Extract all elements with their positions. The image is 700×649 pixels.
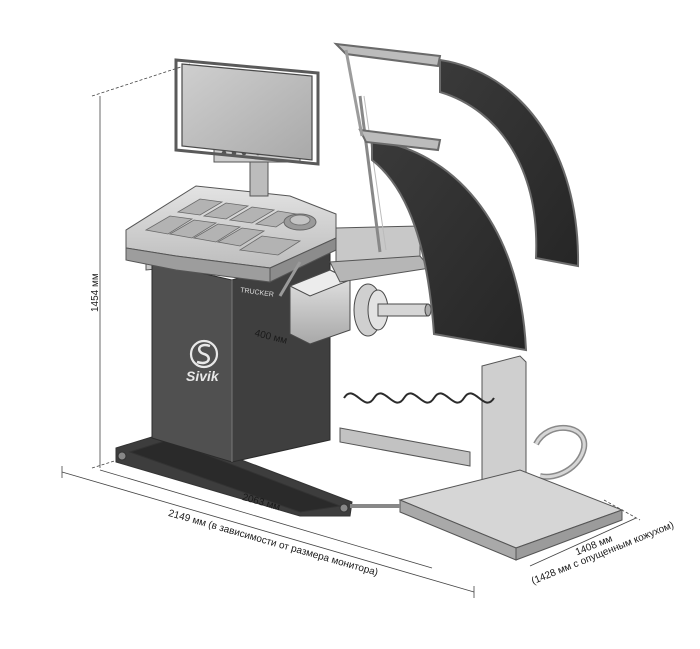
height-label: 1454 мм	[90, 273, 101, 312]
lift-rails	[339, 427, 471, 467]
hood-rear-panel	[439, 58, 580, 268]
brand-name: Sivik	[186, 368, 219, 384]
weight-tray	[125, 185, 337, 283]
hood-front-panel	[371, 138, 528, 352]
model-badge: TRUCKER	[240, 287, 274, 299]
hood-arm	[329, 95, 431, 283]
cabinet-front	[151, 261, 233, 463]
lift-roller-spring	[343, 392, 495, 404]
balancer-shaft-head	[278, 261, 432, 345]
sivik-logo-icon	[189, 339, 219, 369]
width-base-dimension-line	[99, 469, 433, 569]
depth-dimension-line	[529, 517, 637, 567]
base-platform	[350, 469, 624, 561]
width-total-dimension-line	[61, 471, 475, 593]
wheel-guard-hood	[333, 42, 580, 352]
monitor-screen	[181, 63, 313, 161]
monitor	[174, 58, 320, 166]
